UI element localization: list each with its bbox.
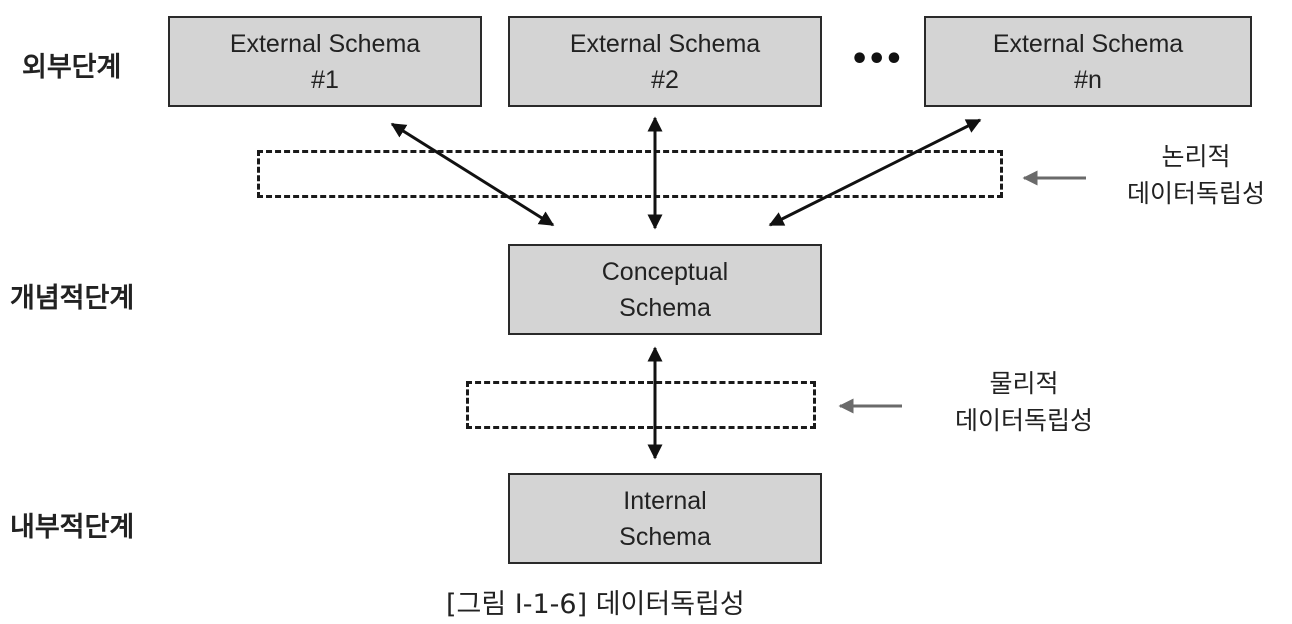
arrow-external-1-to-conceptual <box>390 122 555 227</box>
external-schema-2-box: External Schema #2 <box>508 16 822 107</box>
logical-independence-region <box>257 150 1003 198</box>
external-schema-n-title: External Schema <box>992 29 1184 58</box>
external-schema-2-number: #2 <box>651 65 679 94</box>
external-schema-1-title: External Schema <box>229 29 421 58</box>
conceptual-schema-title: Conceptual <box>601 257 729 286</box>
logical-independence-label: 논리적 데이터독립성 <box>1107 138 1285 212</box>
external-schema-1-number: #1 <box>311 65 339 94</box>
ellipsis: ••• <box>850 42 904 77</box>
conceptual-schema-box: Conceptual Schema <box>508 244 822 335</box>
physical-independence-line1: 물리적 <box>989 369 1059 398</box>
stage-label-conceptual: 개념적단계 <box>10 283 135 314</box>
internal-schema-box: Internal Schema <box>508 473 822 564</box>
figure-caption: [그림 Ⅰ-1-6] 데이터독립성 <box>446 589 745 620</box>
arrow-external-n-to-conceptual <box>768 118 982 227</box>
conceptual-schema-subtitle: Schema <box>619 293 711 322</box>
internal-schema-title: Internal <box>623 486 707 515</box>
physical-independence-line2: 데이터독립성 <box>954 406 1093 435</box>
external-schema-n-number: #n <box>1074 65 1102 94</box>
external-schema-1-box: External Schema #1 <box>168 16 482 107</box>
external-schema-2-title: External Schema <box>569 29 761 58</box>
stage-label-internal: 내부적단계 <box>10 512 135 543</box>
stage-label-external: 외부단계 <box>22 52 122 83</box>
logical-independence-line2: 데이터독립성 <box>1126 179 1265 208</box>
external-schema-n-box: External Schema #n <box>924 16 1252 107</box>
physical-independence-label: 물리적 데이터독립성 <box>934 365 1114 439</box>
physical-independence-region <box>466 381 816 429</box>
logical-independence-line1: 논리적 <box>1161 142 1231 171</box>
internal-schema-subtitle: Schema <box>619 522 711 551</box>
